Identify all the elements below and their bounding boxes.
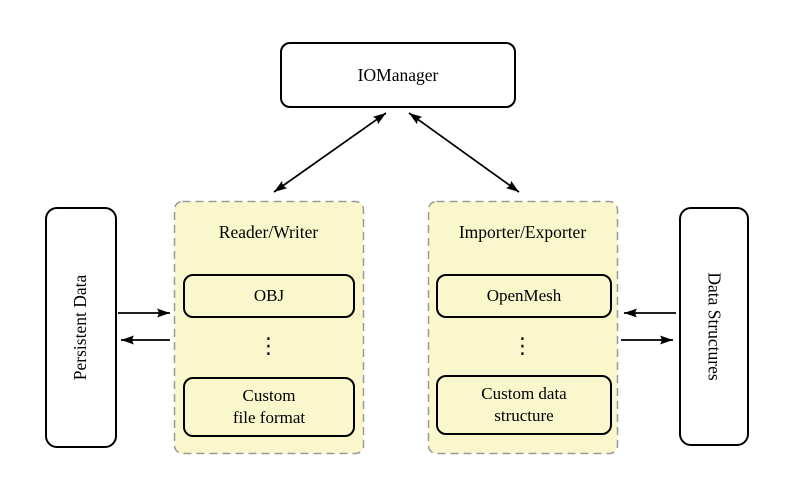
persistent-data-label: Persistent Data: [70, 274, 91, 381]
data-structures-node: Data Structures: [679, 207, 749, 446]
iomanager-node: IOManager: [280, 42, 516, 108]
arrow-iomanager-importerexporter: [408, 112, 520, 193]
arrow-iomanager-readerwriter: [273, 112, 387, 193]
openmesh-node: OpenMesh: [436, 274, 612, 318]
custom-data-structure-line2: structure: [494, 406, 554, 425]
importer-exporter-title: Importer/Exporter: [458, 222, 587, 242]
custom-data-structure-node: Custom data structure: [436, 375, 612, 435]
custom-data-structure-line1: Custom data: [481, 383, 567, 403]
persistent-data-node: Persistent Data: [45, 207, 117, 448]
iomanager-label: IOManager: [357, 64, 439, 85]
custom-file-format-node: Custom file format: [183, 377, 355, 437]
importer-exporter-ellipsis: ⋮: [511, 334, 534, 359]
reader-writer-ellipsis: ⋮: [257, 334, 280, 359]
obj-node: OBJ: [183, 274, 355, 318]
data-structures-label: Data Structures: [704, 272, 725, 381]
obj-label: OBJ: [253, 285, 285, 305]
custom-file-format-line1: Custom: [242, 385, 296, 405]
openmesh-label: OpenMesh: [486, 285, 562, 305]
custom-file-format-line2: file format: [232, 408, 306, 427]
reader-writer-title: Reader/Writer: [218, 222, 319, 242]
